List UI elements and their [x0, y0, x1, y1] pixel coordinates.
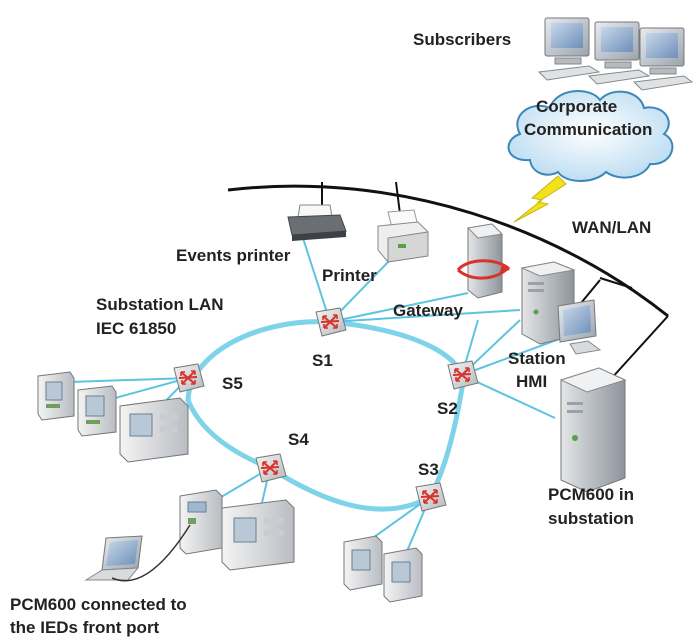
label-corporate: Corporate: [536, 97, 617, 116]
ied-devices-s4: [179, 489, 295, 571]
label-ieds-front-port: the IEDs front port: [10, 618, 160, 637]
label-substation: substation: [548, 509, 634, 528]
subscriber-computers-icon: [537, 17, 694, 91]
label-events-printer: Events printer: [176, 246, 291, 265]
label-switch-s5: S5: [222, 374, 243, 393]
label-wan-lan: WAN/LAN: [572, 218, 651, 237]
label-switch-s2: S2: [437, 399, 458, 418]
corporate-cloud-icon: [507, 89, 674, 182]
label-switch-s4: S4: [288, 430, 309, 449]
events-printer-icon: [287, 204, 347, 241]
switch-s3-icon: [415, 482, 447, 512]
laptop-cable: [111, 524, 191, 582]
wan-lan-line: [227, 184, 669, 318]
label-subscribers: Subscribers: [413, 30, 511, 49]
label-switch-s1: S1: [312, 351, 333, 370]
label-pcm600-connected: PCM600 connected to: [10, 595, 187, 614]
label-substation-lan: Substation LAN: [96, 295, 224, 314]
label-printer: Printer: [322, 266, 377, 285]
label-communication: Communication: [524, 120, 652, 139]
pcm600-substation-pc-icon: [559, 367, 627, 493]
substation-lan-ring: [185, 319, 466, 512]
label-iec-61850: IEC 61850: [96, 319, 176, 338]
label-hmi: HMI: [516, 372, 547, 391]
label-switch-s3: S3: [418, 460, 439, 479]
lightning-icon: [513, 175, 567, 223]
label-station: Station: [508, 349, 566, 368]
laptop-icon: [84, 535, 143, 581]
label-pcm600-in: PCM600 in: [548, 485, 634, 504]
gateway-icon: [456, 223, 511, 299]
ied-devices-s5: [37, 371, 189, 463]
station-hmi-monitor-icon: [557, 299, 602, 355]
switch-s1-icon: [315, 307, 347, 337]
switch-s2-icon: [447, 360, 479, 390]
printer-icon: [377, 209, 429, 263]
label-gateway: Gateway: [393, 301, 463, 320]
switch-s5-icon: [173, 363, 205, 393]
ied-devices-s3: [343, 535, 423, 603]
